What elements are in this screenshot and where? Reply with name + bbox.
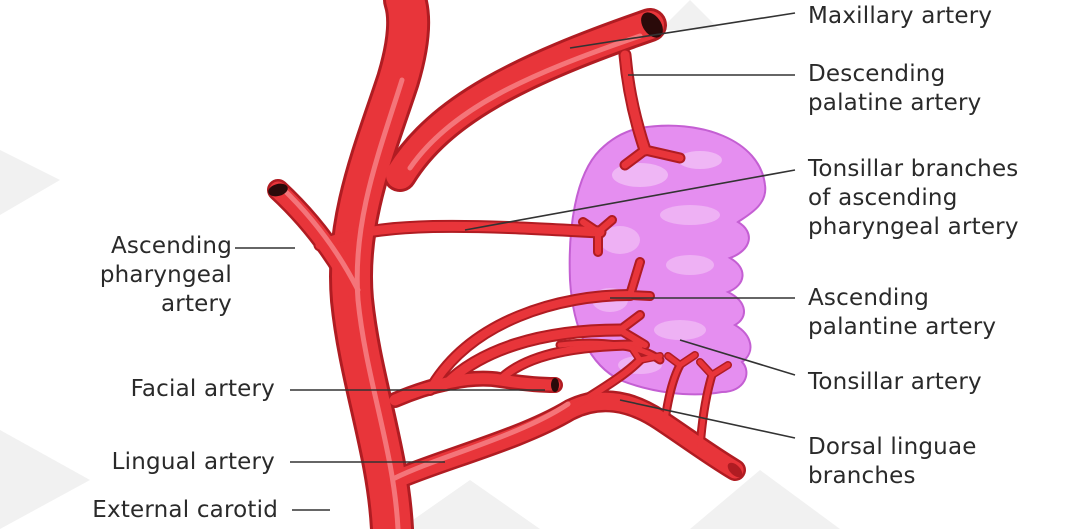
label-facial-artery: Facial artery [60, 375, 275, 404]
label-lingual-artery: Lingual artery [60, 448, 275, 477]
label-ascending-palantine-2: palantine artery [808, 313, 996, 342]
label-tonsillar-artery: Tonsillar artery [808, 368, 982, 397]
label-descending-2: palatine artery [808, 89, 981, 118]
label-external-carotid: External carotid [40, 496, 278, 525]
label-ascending-palantine-1: Ascending [808, 284, 929, 313]
label-ascending-pharyngeal-1: Ascending [40, 232, 232, 261]
label-ascending-pharyngeal-2: pharyngeal [40, 261, 232, 290]
label-tonsillar-branches-1: Tonsillar branches [808, 155, 1019, 184]
label-tonsillar-branches-2: of ascending [808, 184, 958, 213]
label-ascending-pharyngeal-3: artery [40, 290, 232, 319]
label-dorsal-1: Dorsal linguae [808, 433, 977, 462]
label-tonsillar-branches-3: pharyngeal artery [808, 213, 1019, 242]
label-descending-1: Descending [808, 60, 945, 89]
label-maxillary-artery: Maxillary artery [808, 2, 992, 31]
label-dorsal-2: branches [808, 462, 916, 491]
